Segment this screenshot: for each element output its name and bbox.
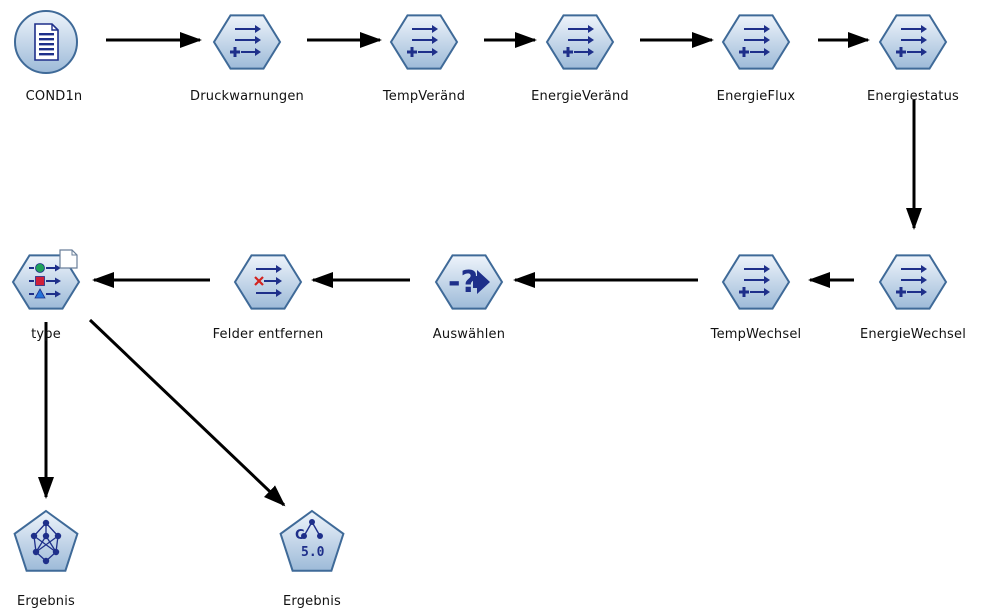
- filter-icon: [233, 254, 303, 310]
- node-tempverand[interactable]: [388, 6, 460, 78]
- derive-icon: [721, 14, 791, 70]
- node-label-type: type: [31, 327, 61, 342]
- derive-icon: [545, 14, 615, 70]
- node-label-tempverand: TempVeränd: [382, 89, 466, 104]
- derive-icon: [721, 254, 791, 310]
- node-label-energiestatus: Energiestatus: [867, 89, 959, 104]
- node-tempwechsel[interactable]: [720, 246, 792, 318]
- node-ergebnis-1[interactable]: [10, 506, 82, 578]
- node-felder-entfernen[interactable]: [232, 246, 304, 318]
- node-label-energieflux: EnergieFlux: [716, 89, 796, 104]
- node-ergebnis-2[interactable]: C 5.0: [276, 506, 348, 578]
- node-cond1n[interactable]: [10, 6, 82, 78]
- node-label-energiewechsel: EnergieWechsel: [859, 327, 967, 342]
- source-document-icon: [14, 10, 78, 74]
- node-label-ergebnis-1: Ergebnis: [16, 594, 76, 609]
- svg-text:C: C: [295, 528, 305, 543]
- node-label-felder-entfernen: Felder entfernen: [212, 327, 324, 342]
- node-energieflux[interactable]: [720, 6, 792, 78]
- node-label-druckwarnungen: Druckwarnungen: [190, 89, 304, 104]
- derive-icon: [389, 14, 459, 70]
- derive-icon: [878, 254, 948, 310]
- derive-icon: [878, 14, 948, 70]
- type-icon: [11, 249, 81, 310]
- neural-net-model-icon: [13, 509, 79, 572]
- derive-icon: [212, 14, 282, 70]
- node-label-energieverand: EnergieVeränd: [531, 89, 629, 104]
- node-label-cond1n: COND1n: [25, 89, 83, 104]
- node-druckwarnungen[interactable]: [211, 6, 283, 78]
- node-energiewechsel[interactable]: [877, 246, 949, 318]
- svg-text:5.0: 5.0: [301, 545, 325, 560]
- node-energiestatus[interactable]: [877, 6, 949, 78]
- c50-model-icon: C 5.0: [279, 509, 345, 572]
- node-label-tempwechsel: TempWechsel: [710, 327, 802, 342]
- edge-type-to-ergebnis-2[interactable]: [88, 318, 286, 507]
- node-label-ergebnis-2: Ergebnis: [282, 594, 342, 609]
- node-auswahlen[interactable]: -?: [433, 246, 505, 318]
- svg-text:-?: -?: [448, 265, 478, 300]
- node-energieverand[interactable]: [544, 6, 616, 78]
- node-type[interactable]: [10, 246, 82, 318]
- node-label-auswahlen: Auswählen: [432, 327, 506, 342]
- select-icon: -?: [434, 254, 504, 310]
